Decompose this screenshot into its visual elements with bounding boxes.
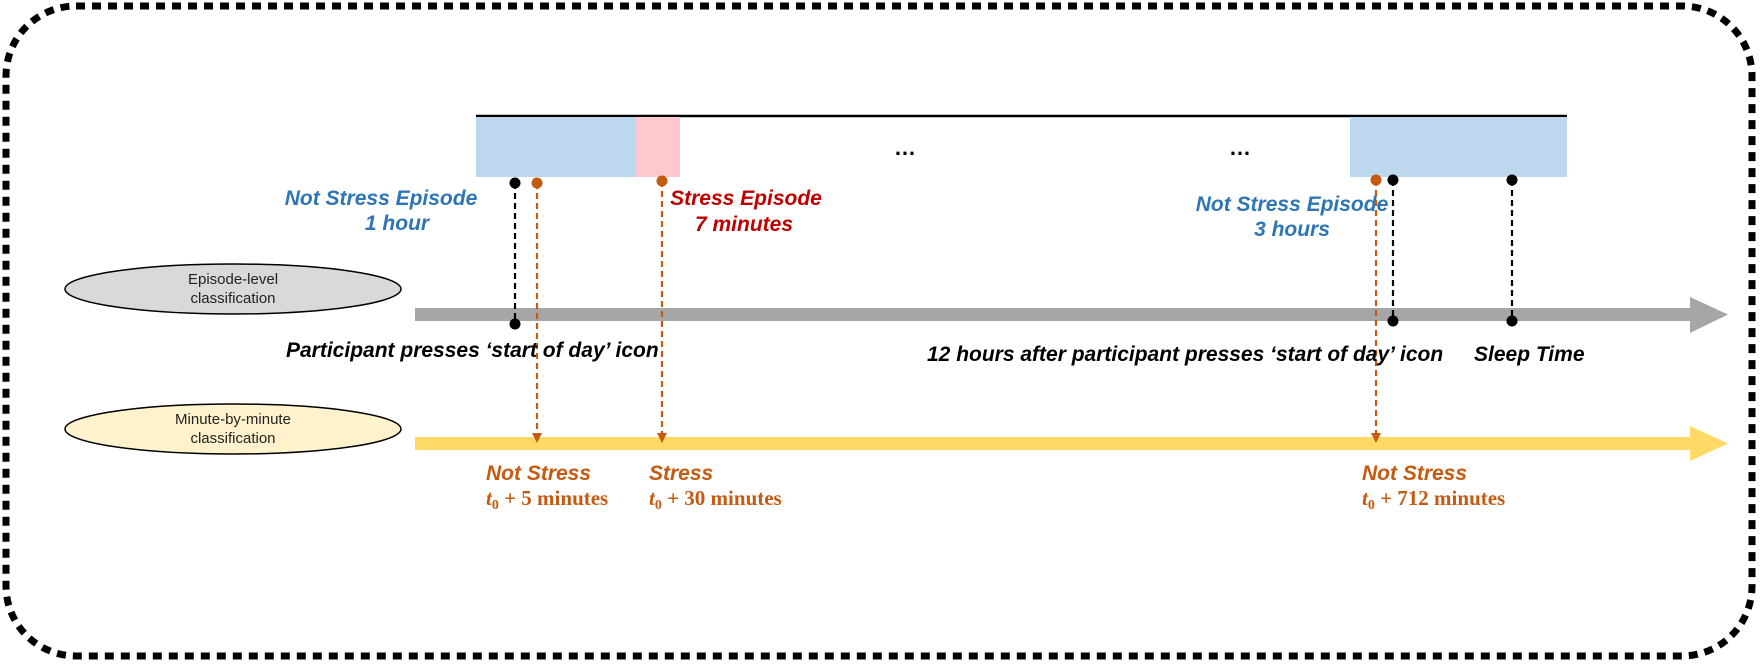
minute-level-ellipse: [64, 403, 402, 455]
minute-level-label-line1: Minute-by-minute: [175, 411, 291, 428]
not-stress-block-first: [476, 117, 636, 177]
episode-level-label-line2: classification: [190, 290, 275, 307]
stress-episode-duration: 7 minutes: [695, 213, 793, 236]
minute-label-1-time: t0 + 5 minutes: [486, 486, 608, 513]
minute-label-3-time: t0 + 712 minutes: [1362, 486, 1505, 513]
minute-level-label-line2: classification: [190, 430, 275, 447]
minute-level-arrow-head: [1690, 426, 1728, 461]
not-stress-block-last: [1350, 117, 1567, 177]
sleep-time-label: Sleep Time: [1474, 343, 1585, 366]
episode-level-label-line1: Episode-level: [188, 271, 278, 288]
episode-connectors: [509, 174, 1518, 330]
minute-connectors: [531, 174, 1382, 443]
episode-level-arrow-head: [1690, 297, 1728, 333]
episode-level-ellipse: [64, 263, 402, 315]
minute-label-1-status: Not Stress: [486, 462, 591, 485]
episode-level-arrow-shaft: [415, 308, 1695, 321]
timeline-ellipsis-2: …: [1229, 135, 1251, 160]
last-not-stress-duration: 3 hours: [1254, 218, 1330, 241]
first-not-stress-duration: 1 hour: [365, 212, 431, 235]
first-not-stress-title: Not Stress Episode: [285, 187, 478, 210]
stress-episode-title: Stress Episode: [670, 187, 822, 210]
stress-block: [636, 117, 680, 177]
start-of-day-label: Participant presses ‘start of day’ icon: [286, 339, 659, 362]
minute-level-arrow-shaft: [415, 437, 1695, 450]
minute-label-2-status: Stress: [649, 462, 713, 485]
minute-label-2-time: t0 + 30 minutes: [649, 486, 782, 513]
timeline-ellipsis-1: …: [894, 135, 916, 160]
minute-label-3-status: Not Stress: [1362, 462, 1467, 485]
twelve-hours-label: 12 hours after participant presses ‘star…: [927, 343, 1443, 366]
last-not-stress-title: Not Stress Episode: [1196, 193, 1389, 216]
